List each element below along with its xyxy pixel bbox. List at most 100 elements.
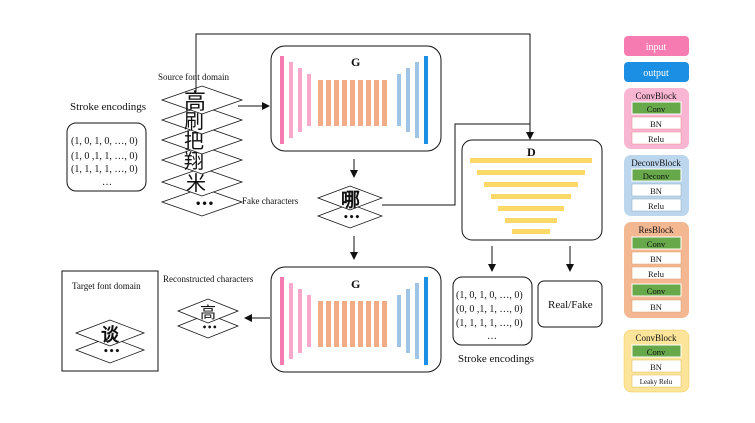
- network-layer: [382, 301, 387, 347]
- discriminator-layer: [470, 158, 592, 163]
- legend-item: Relu: [648, 269, 665, 279]
- generator-top-layers: [280, 56, 428, 144]
- network-layer: [406, 68, 410, 132]
- legend-item: BN: [650, 186, 662, 196]
- network-layer: [424, 277, 428, 365]
- network-layer: [415, 283, 419, 359]
- target-stack: ••• 谈: [74, 319, 146, 364]
- network-layer: [307, 295, 311, 347]
- fake-glyph: 哪: [341, 189, 360, 211]
- network-layer: [334, 301, 339, 347]
- network-layer: [366, 80, 371, 126]
- network-layer: [406, 289, 410, 353]
- network-layer: [280, 56, 284, 144]
- network-layer: [415, 62, 419, 138]
- ellipsis-dots: •••: [202, 323, 217, 332]
- legend-item: BN: [650, 362, 662, 372]
- encoding-row: (1, 1, 1, 1, …, 0): [71, 164, 138, 175]
- network-layer: [382, 80, 387, 126]
- encoding-row: (1, 0 ,1, 1, …, 0): [71, 151, 138, 162]
- legend-input-swatch: [624, 36, 689, 56]
- network-layer: [374, 80, 379, 126]
- network-layer: [350, 301, 355, 347]
- discriminator-layer: [477, 170, 585, 175]
- source-glyph: 米: [186, 171, 206, 195]
- fake-characters-stack: ••• 哪: [316, 185, 384, 229]
- target-glyph: 谈: [101, 324, 120, 346]
- network-layer: [289, 62, 293, 138]
- network-layer: [358, 301, 363, 347]
- discriminator-layer: [498, 206, 564, 211]
- reconstructed-glyph: 高: [200, 303, 216, 322]
- legend-output-label: output: [643, 68, 669, 79]
- legend-item: Relu: [648, 134, 665, 144]
- source-glyph: 翔: [184, 149, 204, 173]
- stroke-encodings-box-left: [66, 122, 147, 192]
- ellipsis-dots: •••: [343, 213, 360, 223]
- network-layer: [350, 80, 355, 126]
- source-glyph: 高: [184, 90, 206, 115]
- legend-convblock-title: ConvBlock: [635, 91, 677, 101]
- legend-item: Relu: [648, 201, 665, 211]
- legend-item: BN: [650, 302, 662, 312]
- network-layer: [342, 301, 347, 347]
- generator-top-label: G: [351, 55, 360, 69]
- legend-item: BN: [650, 119, 662, 129]
- encoding-ellipsis: …: [102, 177, 112, 188]
- target-font-domain-label: Target font domain: [72, 281, 141, 291]
- generator-bottom-label: G: [351, 277, 360, 291]
- ellipsis-dots: •••: [195, 199, 214, 210]
- discriminator-layer: [505, 218, 557, 223]
- real-fake-box: [537, 280, 603, 328]
- legend-resblock-title: ResBlock: [639, 225, 674, 235]
- source-glyph-stack: ••• 米 翔 把 刷 高: [160, 85, 244, 217]
- network-layer: [318, 301, 323, 347]
- source-font-domain-label: Source font domain: [158, 72, 229, 82]
- network-layer: [326, 80, 331, 126]
- network-layer: [342, 80, 347, 126]
- encoding-row: (0, 0 ,1, 1, …, 0): [456, 304, 523, 315]
- source-glyph: 把: [184, 129, 204, 153]
- stroke-encodings-label-left: Stroke encodings: [70, 101, 146, 113]
- network-layer: [358, 80, 363, 126]
- stroke-encodings-box-bottom: [452, 276, 533, 346]
- encoding-row: (1, 1, 1, 1, …, 0): [456, 318, 523, 329]
- reconstructed-characters-label: Reconstructed characters: [163, 274, 254, 284]
- source-glyph: 刷: [184, 109, 204, 133]
- legend-item: Deconv: [643, 171, 670, 181]
- encoding-ellipsis: …: [487, 331, 497, 342]
- stroke-encodings-label-bottom: Stroke encodings: [458, 353, 534, 365]
- ellipsis-dots: •••: [103, 347, 120, 357]
- reconstructed-stack: ••• 高: [176, 298, 240, 339]
- legend-item: Conv: [647, 286, 666, 296]
- network-layer: [424, 56, 428, 144]
- discriminator-layer: [484, 182, 578, 187]
- network-layer: [374, 301, 379, 347]
- network-layer: [334, 80, 339, 126]
- discriminator-layers: [470, 158, 592, 234]
- network-layer: [326, 301, 331, 347]
- network-layer: [397, 74, 401, 126]
- network-layer: [366, 301, 371, 347]
- network-layer: [318, 80, 323, 126]
- discriminator-layer: [512, 229, 550, 234]
- network-layer: [289, 283, 293, 359]
- discriminator-box: [461, 139, 603, 241]
- encoding-row: (1, 0, 1, 0, …, 0): [71, 136, 138, 147]
- legend-deconvblock-title: DeconvBlock: [631, 158, 681, 168]
- network-layer: [307, 74, 311, 126]
- discriminator-label: D: [527, 145, 536, 159]
- discriminator-layer: [491, 194, 571, 199]
- legend-item: Conv: [647, 239, 666, 249]
- generator-bottom-layers: [280, 277, 428, 365]
- legend-item: Leaky Relu: [640, 378, 673, 386]
- network-layer: [298, 289, 302, 353]
- legend-item: Conv: [647, 104, 666, 114]
- legend-convblock-leaky-title: ConvBlock: [635, 333, 677, 343]
- legend-output-swatch: [624, 62, 689, 82]
- network-layer: [298, 68, 302, 132]
- legend-input-label: input: [646, 42, 667, 53]
- fake-characters-label: Fake characters: [242, 196, 299, 206]
- real-fake-label: Real/Fake: [548, 299, 593, 311]
